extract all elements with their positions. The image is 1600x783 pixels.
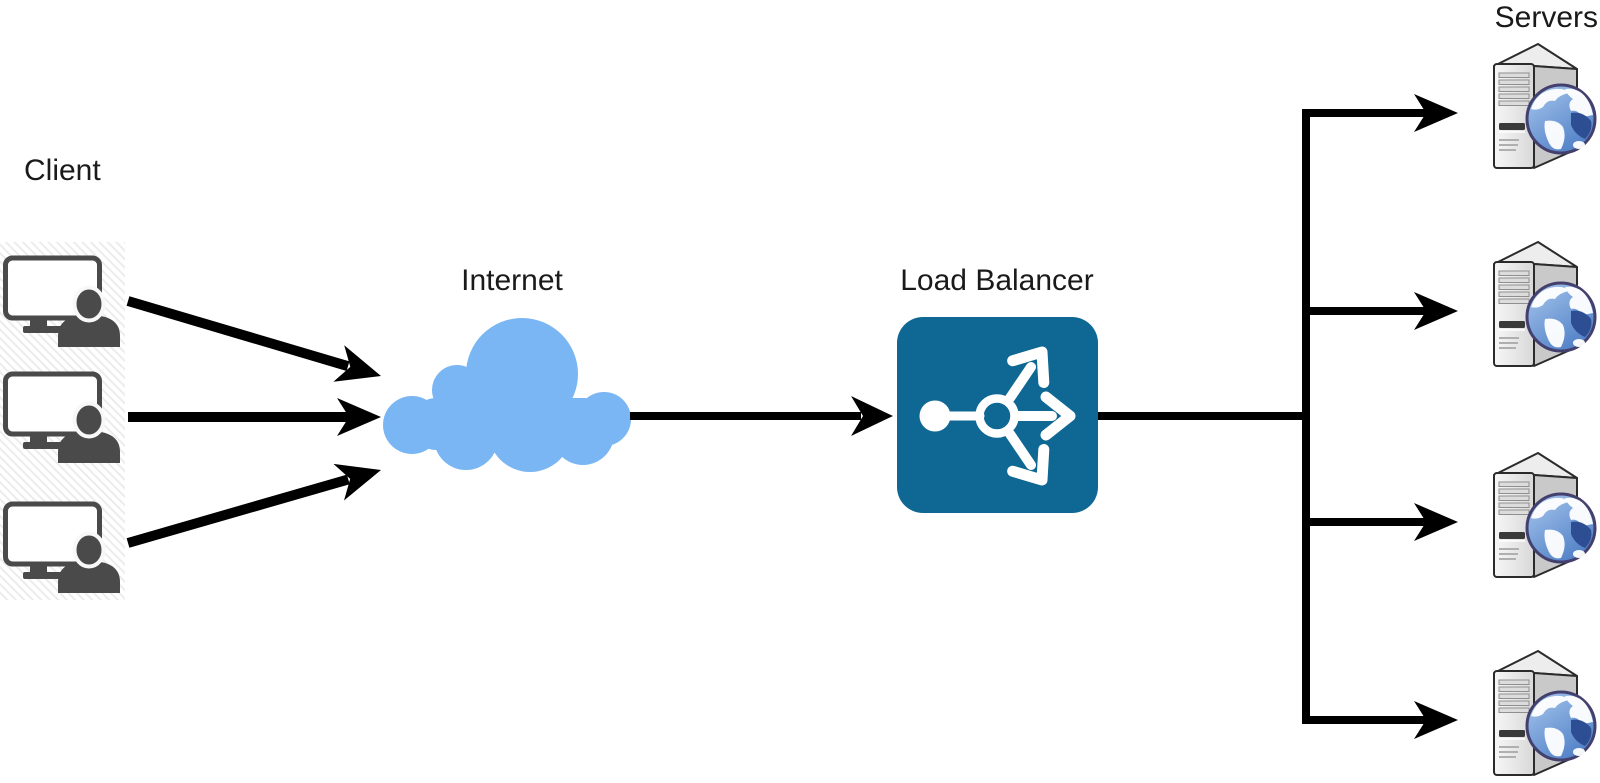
client-label: Client (24, 154, 101, 187)
server-icon-2 web-server-globe-icon (1494, 242, 1595, 366)
edge-bus-server4 (1302, 701, 1458, 739)
server-icon-4 web-server-globe-icon (1494, 651, 1595, 775)
edge-bus-server2 (1302, 292, 1458, 330)
load-balancer-node (897, 317, 1098, 513)
internet-label: Internet (461, 264, 563, 297)
edge-internet-loadbalancer (630, 396, 893, 436)
edge-bus-server3 (1302, 503, 1458, 541)
internet-cloud cloud-icon (383, 318, 631, 472)
servers-label: Servers (1494, 1, 1598, 34)
server-icon-1 web-server-globe-icon (1494, 44, 1595, 168)
server-icon-3 web-server-globe-icon (1494, 453, 1595, 577)
load-balancer-label: Load Balancer (900, 264, 1094, 297)
edge-bus-server1 (1302, 94, 1458, 132)
edge-client2-internet (128, 398, 381, 436)
edge-client3-internet (126, 463, 381, 548)
edge-client1-internet (126, 296, 381, 382)
load-distribution-icon (919, 346, 1076, 486)
